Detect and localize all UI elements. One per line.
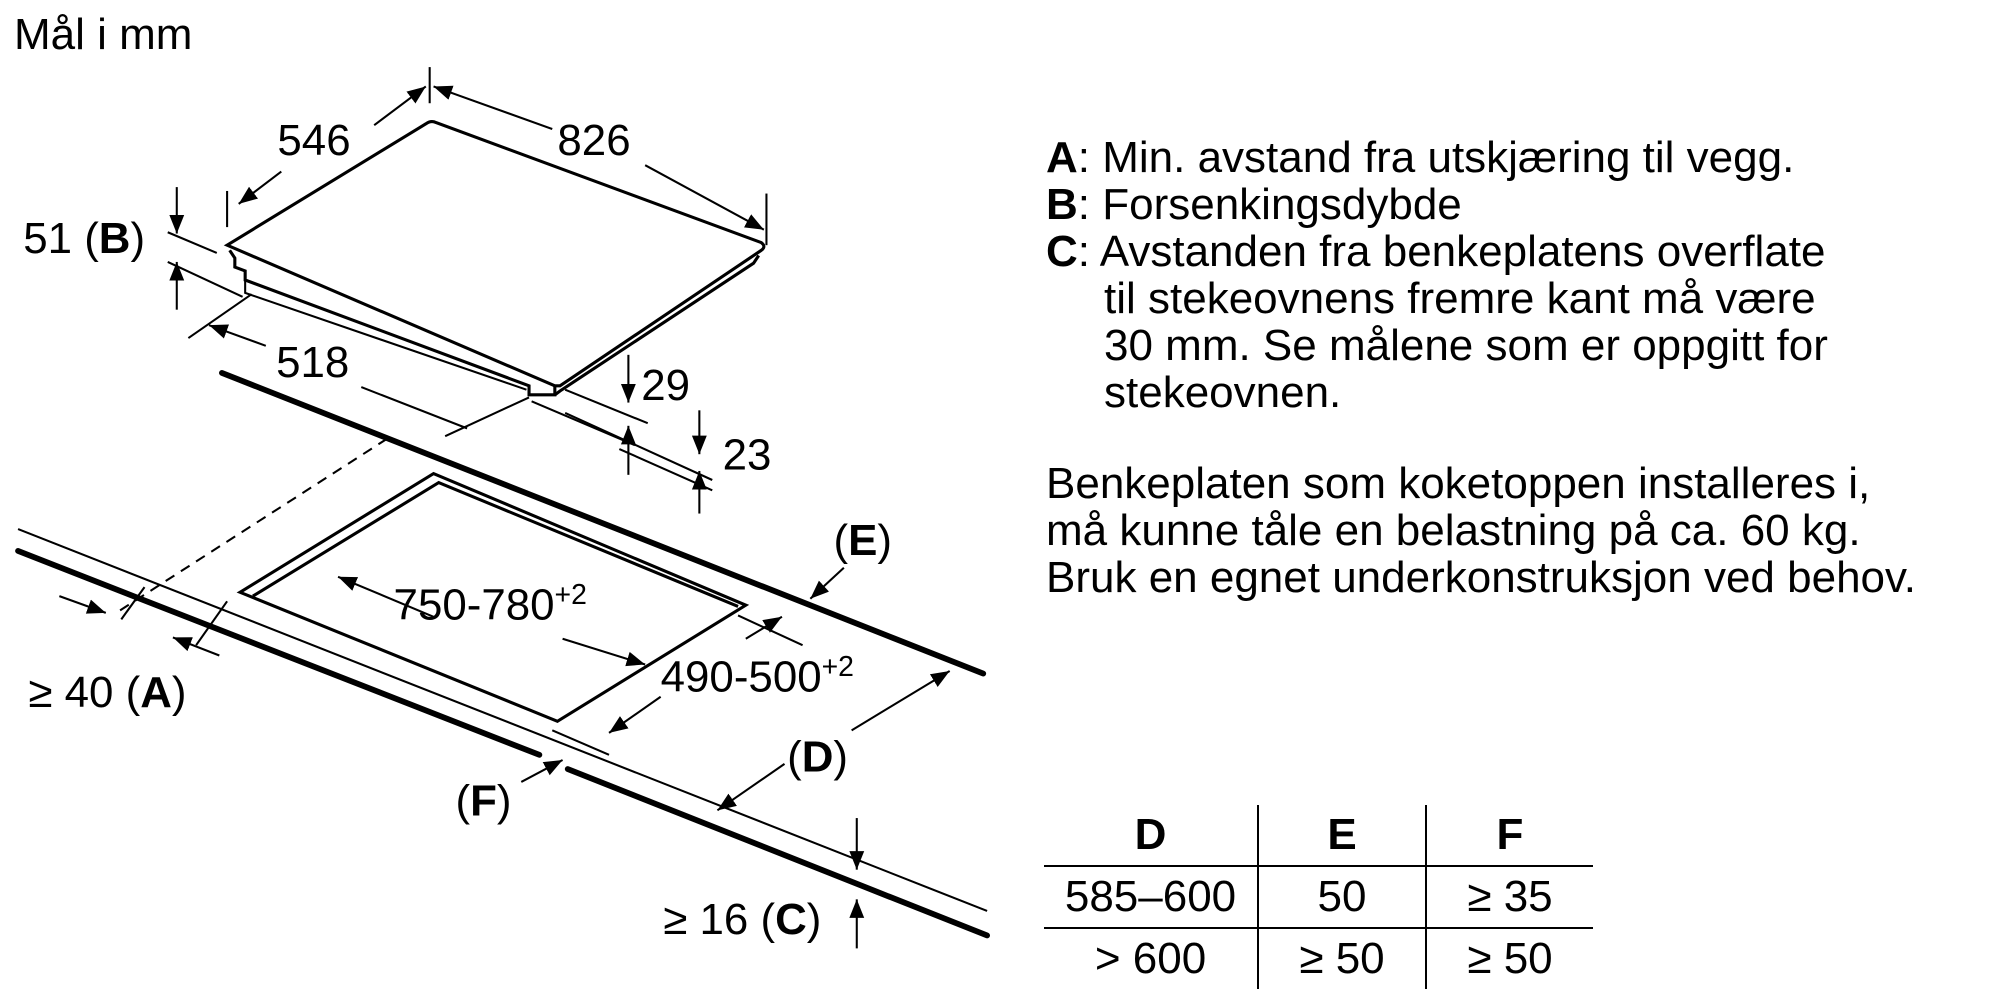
cell: ≥ 35 <box>1425 865 1593 928</box>
load-note: Benkeplaten som koketoppen installeres i… <box>1046 460 1916 601</box>
legend-a: A: Min. avstand fra utskjæring til vegg. <box>1046 133 1795 182</box>
dim-23-label: 23 <box>723 431 772 480</box>
svg-text:490-500+2: 490-500+2 <box>661 651 854 701</box>
hob-outline <box>223 120 766 397</box>
table-row: 585–600 50 ≥ 35 <box>1044 865 1593 928</box>
worktop <box>15 370 990 939</box>
cell: ≥ 50 <box>1425 927 1593 989</box>
clearance-a: ≥ 40 (A) <box>28 586 228 717</box>
dim-29-23: 29 23 <box>531 354 772 514</box>
svg-text:(E): (E) <box>834 516 892 565</box>
header-f: F <box>1425 805 1593 866</box>
svg-text:(D): (D) <box>787 733 848 782</box>
header-d: D <box>1134 810 1167 859</box>
svg-text:≥ 40 (A): ≥ 40 (A) <box>28 668 186 717</box>
header-e: E <box>1257 805 1426 866</box>
legend-c-line-3: stekeovnen. <box>1104 368 1342 417</box>
clearance-f: (F) <box>455 759 564 825</box>
clearance-d: (D) <box>716 670 951 812</box>
dim-826: 826 <box>433 85 768 246</box>
cell: 585–600 <box>1044 865 1258 928</box>
dim-51-b: 51 (B) <box>23 187 244 310</box>
dim-29-label: 29 <box>641 361 690 410</box>
legend-c-line-2: 30 mm. Se målene som er oppgitt for <box>1104 321 1828 370</box>
dim-546: 546 <box>226 67 431 228</box>
cutout: 750-780+2 490-500+2 <box>236 471 854 756</box>
note-line-2: må kunne tåle en belastning på ca. 60 kg… <box>1046 506 1861 555</box>
clearance-c: ≥ 16 (C) <box>663 818 865 949</box>
dim-826-label: 826 <box>557 116 630 165</box>
page-title: Mål i mm <box>14 10 193 59</box>
clearance-e: (E) <box>809 516 892 600</box>
svg-text:51 (B): 51 (B) <box>23 214 145 263</box>
svg-text:750-780+2: 750-780+2 <box>394 579 587 629</box>
svg-text:(F): (F) <box>455 776 511 825</box>
cell: > 600 <box>1044 927 1258 989</box>
legend-b: B: Forsenkingsdybde <box>1046 180 1462 229</box>
legend-c: C: Avstanden fra benkeplatens overflate <box>1046 227 1826 276</box>
dim-546-label: 546 <box>277 116 350 165</box>
clearance-table: D E F 585–600 50 ≥ 35 > 600 ≥ 50 ≥ 50 <box>1044 805 1593 989</box>
dim-518: 518 <box>187 293 530 438</box>
legend: A: Min. avstand fra utskjæring til vegg.… <box>1046 134 1828 416</box>
table-row: > 600 ≥ 50 ≥ 50 <box>1044 927 1593 989</box>
cell: ≥ 50 <box>1257 927 1426 989</box>
note-line-1: Benkeplaten som koketoppen installeres i… <box>1046 459 1871 508</box>
dim-518-label: 518 <box>276 338 349 387</box>
table-header-row: D E F <box>1044 805 1593 866</box>
cell: 50 <box>1257 865 1426 928</box>
note-line-3: Bruk en egnet underkonstruksjon ved beho… <box>1046 553 1916 602</box>
svg-text:≥ 16 (C): ≥ 16 (C) <box>663 895 821 944</box>
legend-c-line-1: til stekeovnens fremre kant må være <box>1104 274 1816 323</box>
